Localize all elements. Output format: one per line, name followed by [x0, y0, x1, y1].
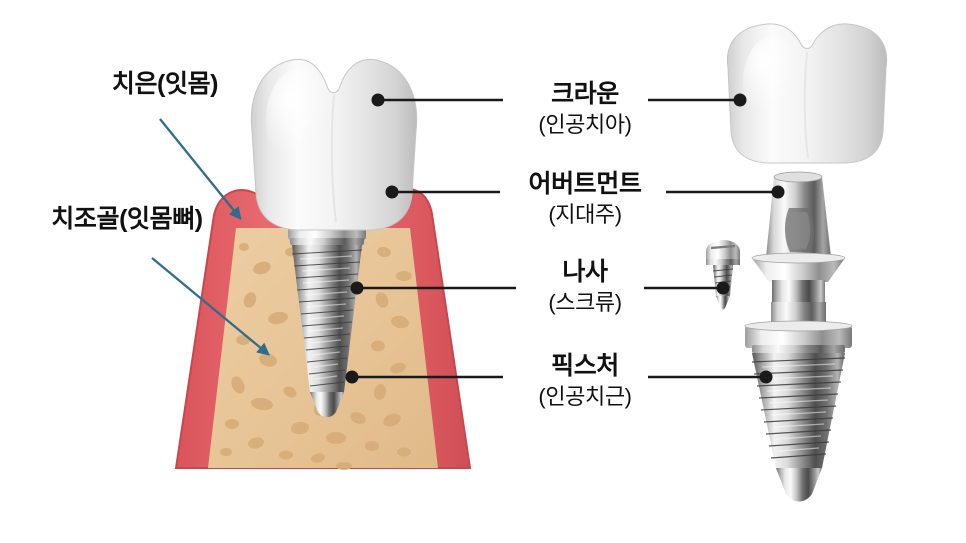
- leader-fixture-left: [345, 370, 503, 384]
- natural-crown-shape: [250, 58, 418, 231]
- leader-crown-right: [648, 93, 747, 107]
- label-crown-sub: (인공치아): [538, 111, 632, 137]
- label-abutment-main: 어버트먼트: [528, 170, 642, 198]
- abutment-component: [751, 171, 846, 323]
- leader-fixture-right: [648, 370, 773, 384]
- label-crown: 크라운 (인공치아): [505, 80, 665, 137]
- leader-screw-right: [644, 281, 730, 295]
- label-gingiva-main: 치은(잇몸): [111, 70, 219, 98]
- crown-component: [726, 23, 888, 164]
- bone-arrow: [151, 257, 270, 356]
- label-screw-sub: (스크류): [548, 289, 622, 315]
- label-screw: 나사 (스크류): [520, 258, 650, 315]
- leader-crown-left: [371, 93, 503, 107]
- leader-lines: [345, 93, 785, 384]
- leader-abutment-right: [666, 185, 785, 199]
- fixture-component: [744, 302, 853, 502]
- label-alveolar-bone-main: 치조골(잇몸뼈): [51, 205, 203, 233]
- gingiva-arrow: [159, 118, 242, 220]
- leader-screw-left: [350, 281, 516, 295]
- screw-component: [706, 240, 740, 310]
- exploded-components-illustration: [706, 23, 888, 502]
- label-alveolar-bone: 치조골(잇몸뼈): [22, 205, 232, 235]
- annotation-arrows: [151, 118, 270, 356]
- label-crown-main: 크라운: [551, 80, 619, 108]
- label-fixture: 픽스처 (인공치근): [505, 352, 665, 409]
- label-fixture-sub: (인공치근): [538, 383, 632, 409]
- label-fixture-main: 픽스처: [551, 352, 619, 380]
- label-screw-main: 나사: [562, 258, 608, 286]
- label-gingiva: 치은(잇몸): [80, 70, 250, 100]
- leader-abutment-left: [385, 185, 500, 199]
- label-abutment: 어버트먼트 (지대주): [500, 170, 670, 227]
- label-abutment-sub: (지대주): [548, 201, 622, 227]
- left-cross-section-illustration: [174, 58, 472, 470]
